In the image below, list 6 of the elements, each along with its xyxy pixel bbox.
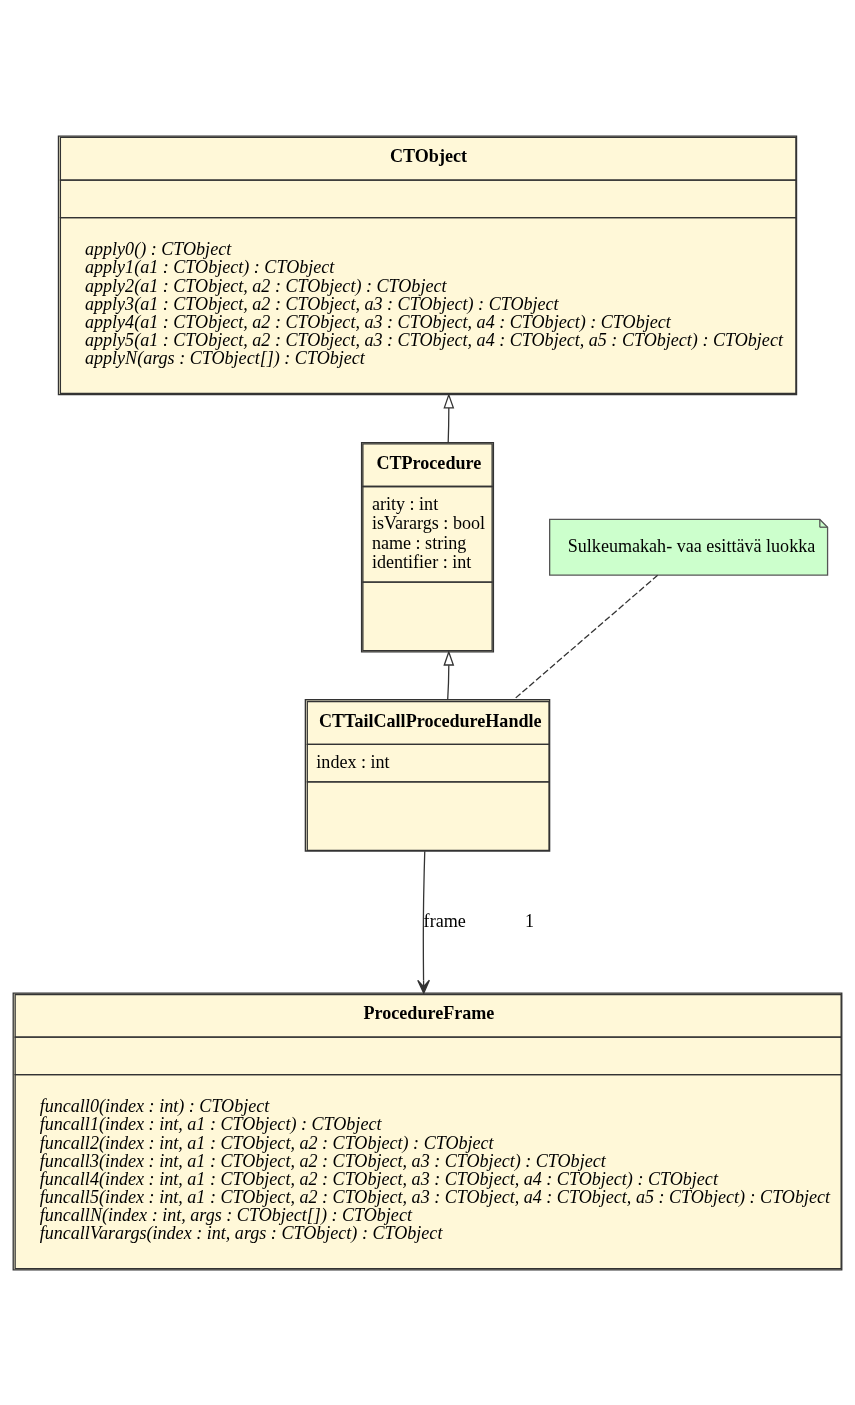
connector: [513, 574, 659, 700]
arrow: [443, 649, 455, 700]
arrow: [443, 392, 455, 443]
edge-label: frame: [423, 910, 466, 931]
label: 1: [525, 910, 535, 931]
arrow: [417, 850, 430, 994]
